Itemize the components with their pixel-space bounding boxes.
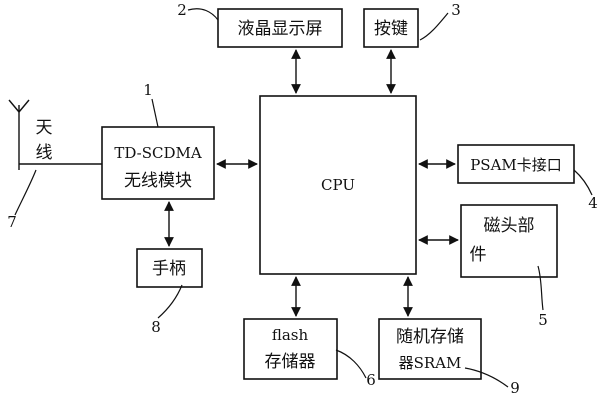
antenna-label-line2: 线 bbox=[36, 143, 53, 163]
psam-box bbox=[457, 144, 575, 184]
handset-label: 手柄 bbox=[152, 259, 186, 279]
keys-box bbox=[363, 8, 419, 48]
antenna-label-line1: 天 bbox=[36, 118, 53, 138]
ref-number-3: 3 bbox=[451, 1, 461, 19]
ref-number-6: 6 bbox=[366, 371, 376, 389]
handset-box bbox=[136, 248, 203, 288]
psam-label: PSAM卡接口 bbox=[470, 156, 562, 174]
leader-4 bbox=[573, 169, 593, 196]
leader-6 bbox=[335, 349, 367, 379]
cpu-label: CPU bbox=[321, 176, 355, 194]
leader-5 bbox=[537, 265, 544, 311]
antenna-icon bbox=[8, 99, 102, 170]
leader-7 bbox=[14, 169, 37, 216]
td-scdma-label-line2: 无线模块 bbox=[124, 171, 192, 191]
td-scdma-label-line1: TD-SCDMA bbox=[114, 144, 202, 162]
ref-number-8: 8 bbox=[151, 318, 161, 336]
lcd-label: 液晶显示屏 bbox=[238, 19, 323, 39]
magnetic-head-label-line1: 磁头部 bbox=[484, 216, 535, 236]
leader-1 bbox=[151, 98, 159, 128]
ref-number-2: 2 bbox=[177, 1, 187, 19]
ref-number-5: 5 bbox=[538, 311, 548, 329]
magnetic-head-label-line2: 件 bbox=[470, 245, 487, 265]
ref-number-1: 1 bbox=[143, 81, 153, 99]
flash-box bbox=[243, 318, 338, 380]
magnetic-head-box bbox=[460, 204, 558, 278]
sram-label-line1: 随机存储 bbox=[396, 327, 464, 347]
flash-label-line2: 存储器 bbox=[265, 352, 316, 372]
sram-label-line2: 器SRAM bbox=[399, 354, 462, 372]
lcd-box bbox=[217, 8, 343, 48]
cpu-box bbox=[259, 95, 417, 275]
leader-2 bbox=[187, 8, 219, 21]
leader-3 bbox=[419, 12, 449, 41]
keys-label: 按键 bbox=[374, 19, 408, 39]
leader-8 bbox=[157, 284, 183, 319]
leader-9 bbox=[464, 367, 509, 388]
ref-number-4: 4 bbox=[588, 194, 598, 212]
ref-number-7: 7 bbox=[7, 213, 17, 231]
sram-box bbox=[378, 318, 482, 380]
flash-label-line1: flash bbox=[272, 326, 309, 344]
ref-number-9: 9 bbox=[510, 379, 520, 397]
